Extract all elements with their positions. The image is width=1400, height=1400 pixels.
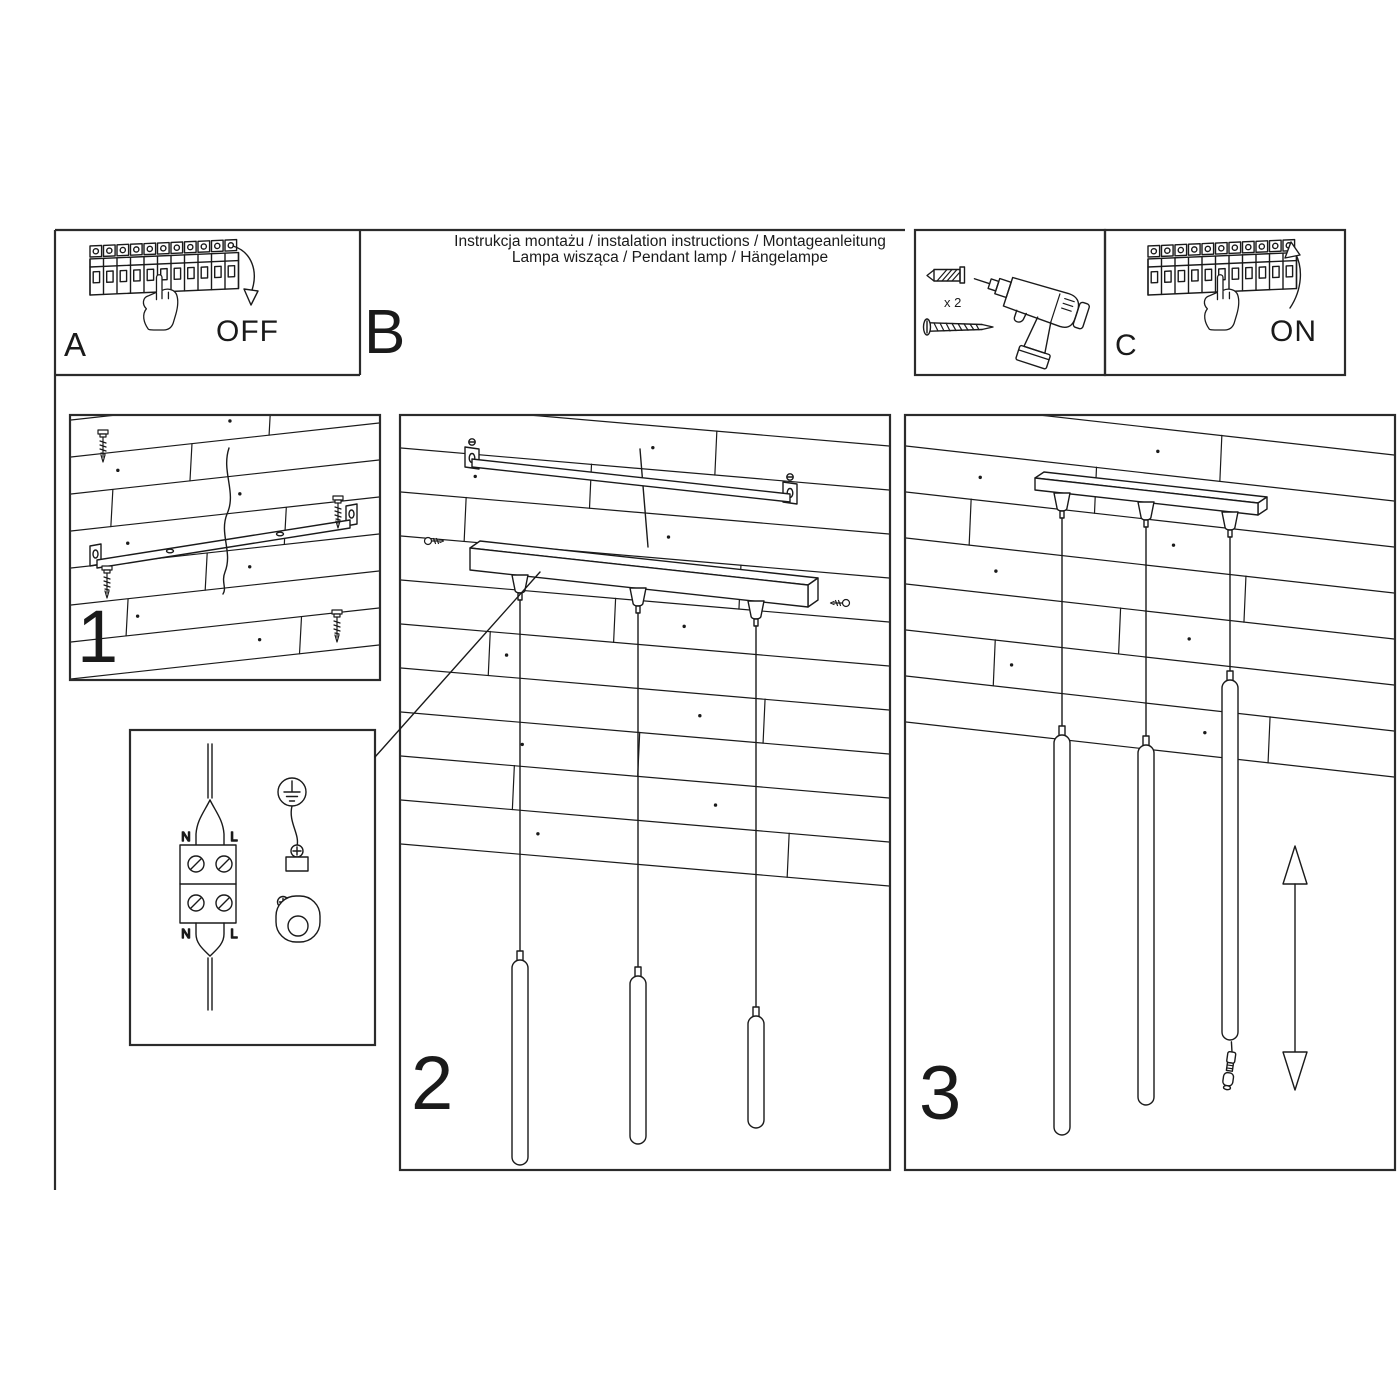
- terminal-block: [179, 844, 237, 924]
- breaker-panel-icon: [89, 238, 240, 296]
- detail-pointer-line: [374, 571, 541, 758]
- turn-on-arrow-icon: [1289, 250, 1301, 309]
- sheet-title: Instrukcja montażu / instalation instruc…: [400, 234, 940, 265]
- lamp-cable: [207, 957, 213, 1011]
- cord-grip-icon: [1221, 511, 1239, 538]
- drill-icon: [973, 276, 1090, 370]
- ground-wire: [290, 805, 299, 847]
- cable-clamp: [275, 895, 321, 943]
- sheet-title-line2: Lampa wisząca / Pendant lamp / Hängelamp…: [511, 248, 829, 266]
- pendant-tube: [511, 950, 529, 1166]
- panel-1-border: [68, 413, 382, 682]
- step1-drawing: [71, 416, 379, 679]
- step-a-drawing: [89, 238, 259, 331]
- lamp-canopy-drawing: [1034, 471, 1268, 516]
- supply-cable: [207, 743, 213, 799]
- terminal-label-n-bottom: N: [181, 926, 190, 941]
- breaker-panel-icon: [1147, 238, 1298, 296]
- ceiling-bracket-drawing: [464, 438, 798, 505]
- cord-grip-icon: [747, 600, 765, 627]
- lamp-canopy-drawing: [469, 540, 819, 608]
- pendant-tube: [1053, 725, 1071, 1136]
- wiring-detail-drawing: N L N L: [179, 743, 321, 1011]
- box-c-border: [1103, 228, 1347, 377]
- panel-2-border: [398, 413, 892, 1172]
- turn-off-arrowhead: [243, 288, 259, 306]
- wiring-box-border: [128, 728, 377, 1047]
- mains-wire: [222, 447, 232, 595]
- step-3-number: 3: [919, 1051, 962, 1136]
- cord-fitting-detail: [1222, 1041, 1237, 1091]
- screw-icon: [922, 318, 994, 336]
- detail-pointer: [374, 571, 541, 758]
- pointing-hand-icon: [1203, 274, 1240, 331]
- sheet-title-line1: Instrukcja montażu / instalation instruc…: [454, 233, 886, 250]
- ground-terminal: [285, 844, 309, 872]
- cord-grip-icon: [1137, 501, 1155, 528]
- wall-plug-icon: [926, 266, 966, 284]
- screw-icon: [97, 429, 109, 463]
- ceiling-planks: [401, 416, 889, 887]
- pendant-tube: [747, 1006, 765, 1129]
- turn-off-arrow-icon: [232, 245, 255, 294]
- step-c-drawing: [1147, 238, 1301, 331]
- ceiling-planks: [71, 416, 379, 679]
- set-screw-icon: [423, 536, 445, 546]
- step-c-label: C: [1115, 329, 1137, 362]
- pointing-hand-icon: [142, 274, 179, 331]
- step3-drawing: [906, 416, 1394, 1136]
- step-1-number: 1: [77, 595, 119, 678]
- height-adjust-arrow-icon: [1282, 845, 1308, 1091]
- switch-off-text: OFF: [216, 315, 279, 348]
- screw-icon: [331, 609, 343, 643]
- wire-l-top: [209, 799, 225, 846]
- mounting-bracket-drawing: [89, 503, 358, 569]
- mains-cable: [639, 448, 649, 548]
- cord-grip-icon: [1053, 492, 1071, 519]
- ground-symbol-icon: [277, 777, 307, 807]
- wire-l-bottom: [209, 922, 225, 957]
- terminal-label-n-top: N: [181, 829, 190, 844]
- wire-n-top: [195, 799, 211, 846]
- step-2-number: 2: [411, 1041, 454, 1126]
- pendant-tube: [1137, 735, 1155, 1106]
- pendant-tube: [629, 966, 647, 1145]
- ceiling-planks: [906, 416, 1394, 778]
- screw-icon: [101, 565, 113, 599]
- terminal-label-l-bottom: L: [230, 926, 237, 941]
- panel-3-border: [903, 413, 1397, 1172]
- set-screw-icon: [829, 598, 851, 608]
- switch-on-text: ON: [1270, 315, 1317, 348]
- hardware-kit-drawing: [922, 266, 1090, 370]
- wire-n-bottom: [195, 922, 211, 957]
- step2-drawing: [401, 416, 889, 1166]
- section-borders: [53, 228, 1397, 1190]
- terminal-label-l-top: L: [230, 829, 237, 844]
- wall-plug-quantity: x 2: [944, 295, 962, 310]
- pendant-tube: [1221, 670, 1239, 1041]
- step-b-label: B: [364, 298, 406, 367]
- step-a-label: A: [64, 326, 87, 363]
- turn-on-arrowhead: [1284, 241, 1301, 259]
- cord-grip-icon: [629, 587, 647, 614]
